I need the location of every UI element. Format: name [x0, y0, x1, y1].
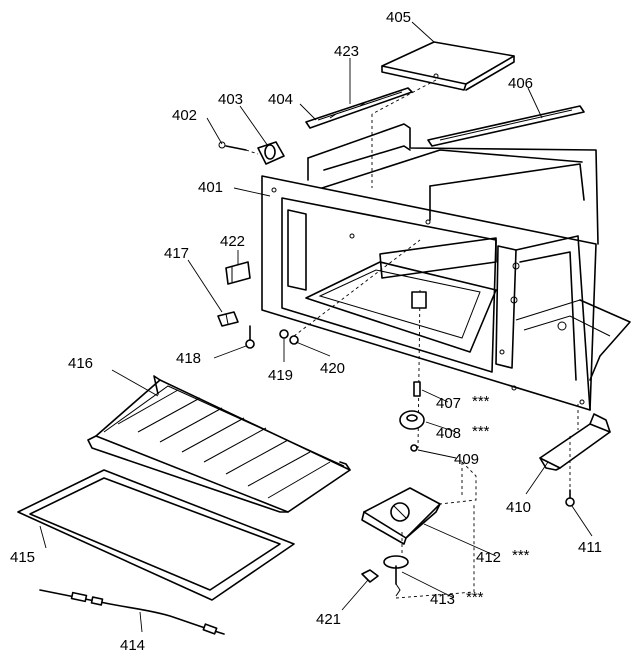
glass-tray: [17, 469, 295, 601]
callout-403: 403: [218, 91, 243, 108]
callout-404: 404: [268, 91, 293, 108]
callout-422: 422: [220, 233, 245, 250]
callout-401: 401: [198, 179, 223, 196]
callout-406: 406: [508, 75, 533, 92]
motor-mount-plate: [361, 487, 441, 556]
callout-413-marker: ***: [466, 589, 484, 606]
screws: [245, 239, 421, 349]
callout-419: 419: [268, 367, 293, 384]
callout-402: 402: [172, 107, 197, 124]
side-rail: [427, 105, 585, 147]
switch: [217, 311, 239, 327]
assembly-guides: [371, 79, 477, 599]
vent-strip: [305, 87, 413, 129]
callout-423: 423: [334, 43, 359, 60]
callout-408-marker: ***: [472, 423, 490, 440]
callout-421: 421: [316, 611, 341, 628]
bottom-bracket: [539, 404, 611, 507]
leader-lines: [39, 21, 593, 633]
stirrer-shaft: [399, 289, 427, 452]
oven-rack: [87, 375, 351, 513]
callout-418: 418: [176, 350, 201, 367]
callout-409: 409: [454, 451, 479, 468]
callout-411: 411: [578, 539, 602, 556]
callout-420: 420: [320, 360, 345, 377]
drive-gear: [383, 555, 409, 597]
oven-cavity-frame: [261, 123, 631, 411]
callout-415: 415: [10, 549, 35, 566]
callout-416: 416: [68, 355, 93, 372]
callout-414: 414: [120, 637, 145, 654]
callout-417: 417: [164, 245, 189, 262]
callout-labels: 405 423 406 403 404 402 401 422 417 418 …: [10, 9, 602, 654]
top-cover-plate: [381, 41, 515, 91]
callout-407-marker: ***: [472, 393, 490, 410]
callout-410: 410: [506, 499, 531, 516]
hinge-bracket: [218, 141, 285, 165]
callout-412: 412: [476, 549, 501, 566]
callout-413: 413: [430, 591, 455, 608]
callout-407: 407: [436, 395, 461, 412]
clip: [361, 569, 379, 583]
callout-405: 405: [386, 9, 411, 26]
callout-412-marker: ***: [512, 547, 530, 564]
thermal-cable: [39, 589, 225, 635]
callout-408: 408: [436, 425, 461, 442]
latch-block: [225, 261, 251, 285]
